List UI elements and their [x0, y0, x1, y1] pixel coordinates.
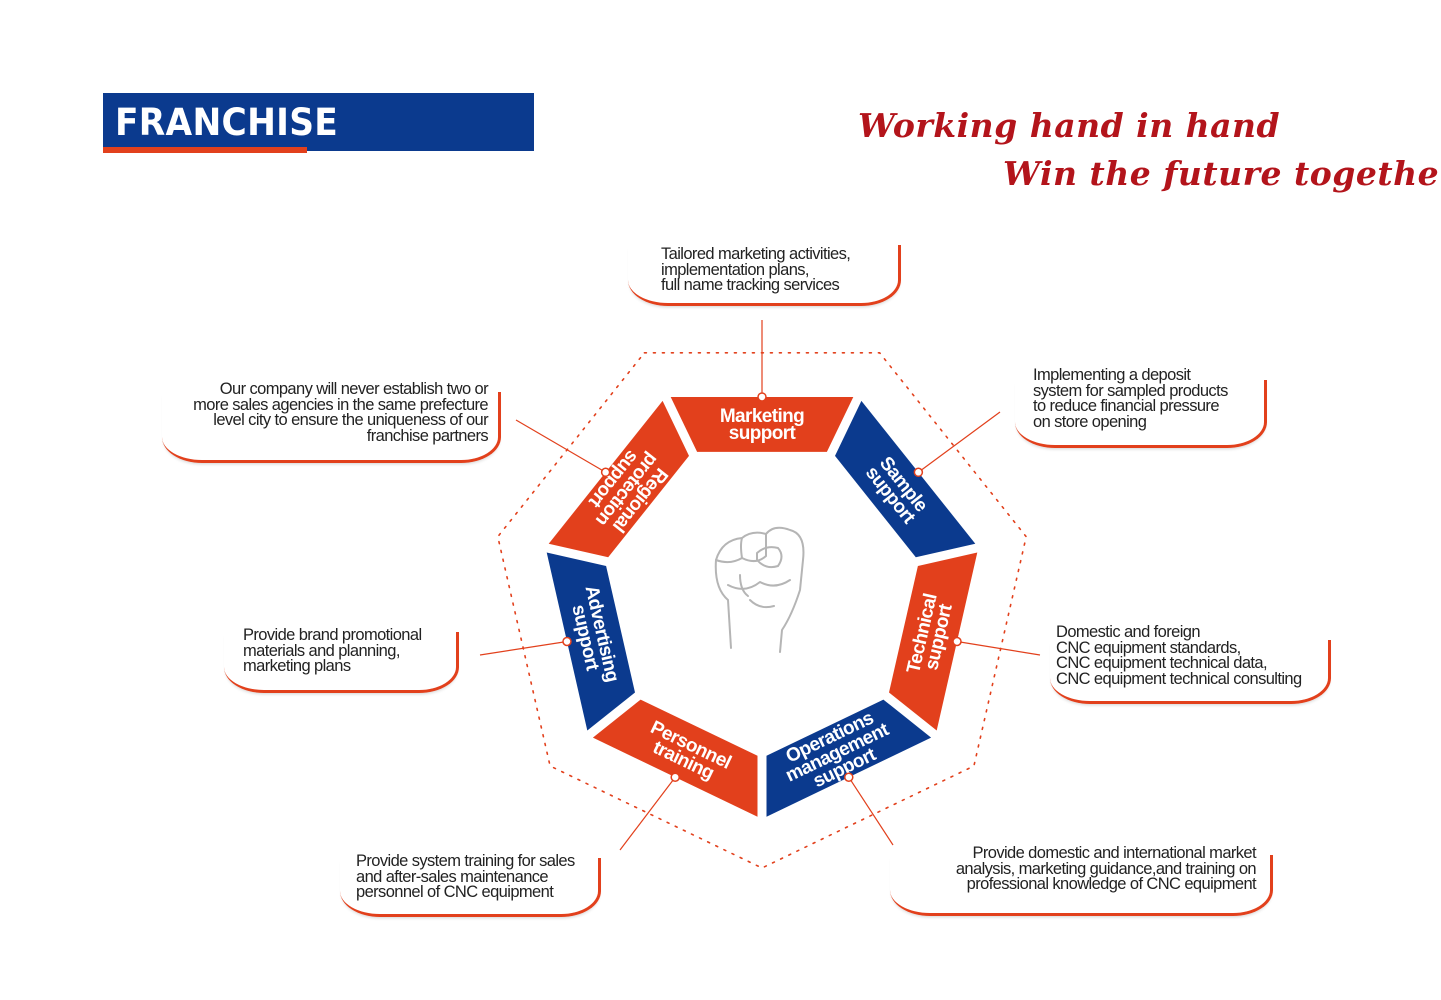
callout-line: materials and planning,: [243, 641, 400, 660]
connector-dots: [562, 392, 962, 782]
callout-line: on store opening: [1033, 412, 1147, 431]
title-accent-bar: [103, 147, 307, 153]
callout-underline: [628, 245, 901, 306]
connector-lines: [479, 320, 1041, 851]
segment-shape: [766, 699, 932, 817]
callout-line: Provide domestic and international marke…: [972, 844, 1256, 862]
title-banner: FRANCHISE SUPPORT: [103, 93, 534, 187]
callout-line: Domestic and foreign: [1056, 623, 1201, 641]
segment-regional: Regionalprotectionsupport: [548, 400, 689, 558]
callout-line: system for sampled products: [1033, 381, 1228, 400]
callout-underline: [1015, 380, 1267, 448]
connector-dot-sample: [913, 467, 924, 478]
tagline-line-1: Working hand in hand: [858, 106, 1281, 145]
callout-line: Implementing a deposit: [1033, 366, 1191, 384]
callout-line: professional knowledge of CNC equipment: [966, 875, 1257, 893]
connector-line-operations: [848, 776, 894, 846]
callout-line: implementation plans,: [661, 260, 810, 279]
callout-line: analysis, marketing guidance,and trainin…: [955, 859, 1257, 878]
connector-dot-personnel: [670, 772, 680, 782]
callout-underline: [890, 855, 1273, 916]
callout-text-marketing: Tailored marketing activities,implementa…: [661, 245, 851, 294]
connector-line-advertising: [479, 640, 568, 656]
callout-underline: [162, 392, 501, 463]
callout-line: full name tracking services: [661, 276, 840, 294]
callout-line: more sales agencies in the same prefectu…: [193, 395, 488, 414]
connector-line-regional: [515, 419, 606, 473]
segment-shape: [889, 552, 978, 731]
connector-line-sample: [918, 411, 1001, 473]
callout-line: to reduce financial pressure: [1033, 397, 1220, 415]
callout-line: and after-sales maintenance: [356, 867, 549, 886]
connector-line-technical: [956, 640, 1041, 656]
segment-advertising: Advertisingsupport: [546, 552, 635, 731]
connector-dot-technical: [952, 636, 962, 647]
connector-line-personnel: [619, 776, 676, 851]
connector-dot-regional: [600, 467, 611, 478]
segment-shape: [548, 400, 689, 558]
segment-label-line: support: [729, 423, 797, 444]
segment-technical: Technicalsupport: [889, 552, 978, 731]
tagline-line-2: Win the future together: [1003, 154, 1441, 193]
segment-personnel: Personneltraining: [592, 699, 758, 817]
callout-line: personnel of CNC equipment: [356, 883, 554, 901]
segment-shape: [546, 552, 635, 731]
segment-shape: [835, 400, 976, 558]
segment-label-line: Marketing: [720, 406, 804, 427]
callout-line: Tailored marketing activities,: [661, 245, 851, 263]
segment-operations: Operationsmanagementsupport: [766, 699, 932, 817]
callout-line: Our company will never establish two or: [219, 380, 489, 398]
callout-line: CNC equipment technical consulting: [1056, 669, 1302, 688]
callout-underline: [224, 632, 459, 693]
callout-line: level city to ensure the uniqueness of o…: [213, 411, 488, 429]
callout-text-operations: Provide domestic and international marke…: [898, 844, 1257, 893]
connector-dot-operations: [844, 772, 854, 782]
segment-shape: [592, 699, 758, 817]
callout-line: marketing plans: [243, 657, 351, 675]
callout-line: CNC equipment standards,: [1056, 638, 1241, 657]
callout-line: franchise partners: [366, 426, 489, 445]
connector-dot-advertising: [562, 636, 572, 647]
fist-icon: [714, 526, 805, 653]
callout-line: Provide brand promotional: [243, 626, 422, 644]
callout-line: CNC equipment technical data,: [1056, 654, 1268, 672]
segment-shape: [670, 397, 854, 452]
connector-dot-marketing: [757, 392, 767, 402]
segment-sample: Samplesupport: [835, 400, 976, 558]
callout-underline: [340, 858, 601, 917]
callout-underline: [1050, 640, 1331, 704]
callout-line: Provide system training for sales: [356, 852, 575, 870]
